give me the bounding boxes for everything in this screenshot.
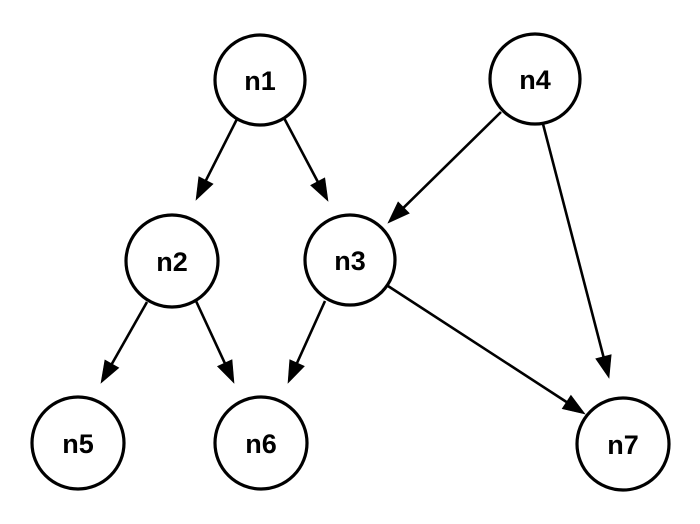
edge-n1-to-n2 <box>195 118 239 201</box>
arrowhead-n1-n3 <box>310 177 329 202</box>
node-label-n5: n5 <box>62 429 94 459</box>
edge-line-n2-n6 <box>194 300 229 369</box>
arrowhead-n3-n7 <box>561 394 586 415</box>
edge-n1-to-n3 <box>282 117 329 202</box>
graph-node-n3[interactable]: n3 <box>303 213 397 307</box>
node-circle-n6[interactable] <box>213 395 309 491</box>
graph-node-n2[interactable]: n2 <box>124 213 220 309</box>
node-circle-n3[interactable] <box>303 213 397 307</box>
node-circle-n5[interactable] <box>30 395 126 491</box>
edge-n3-to-n7 <box>387 284 586 415</box>
edge-n2-to-n6 <box>194 300 235 384</box>
edge-n3-to-n6 <box>287 300 327 384</box>
edge-line-n2-n5 <box>108 301 149 369</box>
edges-layer <box>100 111 612 415</box>
node-label-n7: n7 <box>607 430 639 460</box>
node-label-n3: n3 <box>334 246 366 276</box>
edge-n4-to-n7 <box>541 123 612 379</box>
graph-node-n7[interactable]: n7 <box>575 396 671 492</box>
edge-line-n3-n6 <box>293 300 327 369</box>
edge-n4-to-n3 <box>387 111 502 224</box>
graph-node-n4[interactable]: n4 <box>488 32 582 126</box>
node-label-n4: n4 <box>519 65 551 95</box>
arrowhead-n3-n6 <box>287 359 305 384</box>
edge-line-n1-n3 <box>282 117 322 187</box>
edge-line-n3-n7 <box>387 284 572 406</box>
arrowhead-n2-n6 <box>216 359 235 384</box>
graph-node-n5[interactable]: n5 <box>30 395 126 491</box>
edge-n2-to-n5 <box>100 301 149 384</box>
node-circle-n4[interactable] <box>488 32 582 126</box>
arrowhead-n4-n3 <box>387 201 410 224</box>
edge-line-n4-n7 <box>541 123 606 362</box>
graph-node-n1[interactable]: n1 <box>213 33 307 127</box>
node-label-n2: n2 <box>156 247 188 277</box>
arrowhead-n2-n5 <box>100 359 120 384</box>
edge-line-n1-n2 <box>202 118 239 186</box>
arrowhead-n1-n2 <box>195 176 214 201</box>
arrowhead-n4-n7 <box>595 354 612 379</box>
node-label-n6: n6 <box>245 429 277 459</box>
nodes-layer: n1 n2 n3 n4 n5 n6 n7 <box>30 32 671 492</box>
node-circle-n7[interactable] <box>575 396 671 492</box>
node-circle-n1[interactable] <box>213 33 307 127</box>
edge-line-n4-n3 <box>399 111 502 213</box>
graph-node-n6[interactable]: n6 <box>213 395 309 491</box>
node-circle-n2[interactable] <box>124 213 220 309</box>
node-label-n1: n1 <box>244 66 276 96</box>
